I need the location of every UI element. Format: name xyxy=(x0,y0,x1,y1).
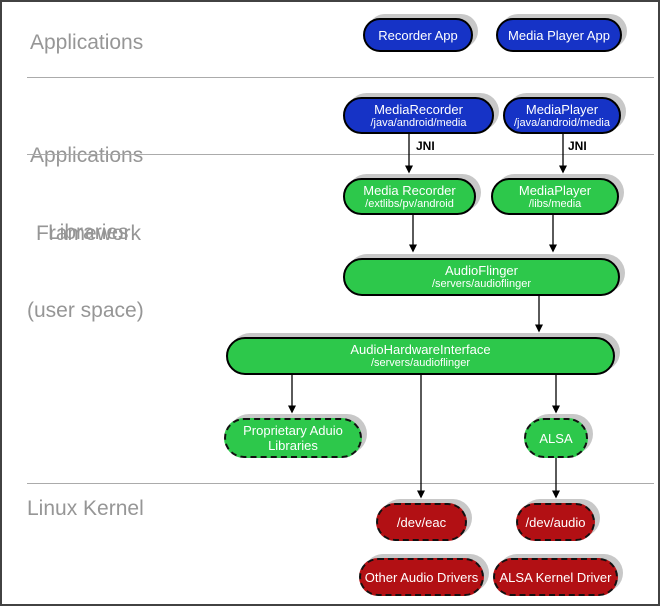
node-title: AudioHardwareInterface xyxy=(350,342,491,357)
node-title: MediaRecorder xyxy=(374,101,463,117)
node-alsa: ALSA xyxy=(524,418,588,458)
layer-divider-applications-framework xyxy=(27,77,654,78)
jni-label-right: JNI xyxy=(568,139,587,153)
layer-divider-framework-libraries xyxy=(27,154,654,155)
layer-label-line: Framework xyxy=(36,222,142,245)
node-title: Recorder App xyxy=(378,27,458,43)
node-dev-eac: /dev/eac xyxy=(376,503,467,541)
node-audioflinger: AudioFlinger /servers/audioflinger xyxy=(343,258,620,296)
node-mediaplayer-framework: MediaPlayer /java/android/media xyxy=(503,97,621,134)
layer-label-line: (user space) xyxy=(27,299,144,322)
node-title: ALSA Kernel Driver xyxy=(499,569,612,585)
node-subtitle: /libs/media xyxy=(528,197,582,210)
node-media-player-app: Media Player App xyxy=(496,18,622,52)
layer-label-linux-kernel: Linux Kernel xyxy=(27,497,144,520)
node-dev-audio: /dev/audio xyxy=(516,503,595,541)
layer-label-applications-framework: Applications Framework xyxy=(30,91,143,299)
node-alsa-kernel-driver: ALSA Kernel Driver xyxy=(493,558,618,596)
node-proprietary-audio-libraries: Proprietary Aduio Libraries xyxy=(224,418,362,458)
node-subtitle: /extlibs/pv/android xyxy=(365,197,454,210)
node-mediaplayer-lib: MediaPlayer /libs/media xyxy=(491,178,619,215)
node-title-line2: Libraries xyxy=(268,438,318,453)
node-subtitle: /java/android/media xyxy=(370,116,467,129)
layer-label-libraries: Libraries (user space) xyxy=(27,168,144,376)
node-media-recorder-lib: Media Recorder /extlibs/pv/android xyxy=(343,178,476,215)
node-audiohardwareinterface: AudioHardwareInterface /servers/audiofli… xyxy=(226,337,615,375)
node-title: MediaPlayer xyxy=(525,101,599,117)
layer-label-line: Applications xyxy=(30,144,144,167)
node-mediarecorder-framework: MediaRecorder /java/android/media xyxy=(343,97,494,134)
node-other-audio-drivers: Other Audio Drivers xyxy=(359,558,484,596)
node-title: Other Audio Drivers xyxy=(364,569,479,585)
node-title: Media Recorder xyxy=(363,182,456,198)
layer-divider-libraries-kernel xyxy=(27,483,654,484)
node-title: Proprietary Aduio xyxy=(243,423,343,438)
layer-label-line: Libraries xyxy=(48,221,129,244)
node-title: /dev/eac xyxy=(396,514,447,530)
node-title: MediaPlayer xyxy=(518,182,592,198)
node-title: /dev/audio xyxy=(525,514,586,530)
node-subtitle: /servers/audioflinger xyxy=(370,357,471,369)
node-title: Media Player App xyxy=(508,27,610,43)
node-recorder-app: Recorder App xyxy=(363,18,473,52)
node-title: AudioFlinger xyxy=(445,263,518,278)
node-subtitle: /java/android/media xyxy=(513,116,610,129)
jni-label-left: JNI xyxy=(416,139,435,153)
node-title: ALSA xyxy=(539,430,573,446)
layer-label-applications: Applications xyxy=(30,31,144,54)
node-subtitle: /servers/audioflinger xyxy=(431,278,532,290)
